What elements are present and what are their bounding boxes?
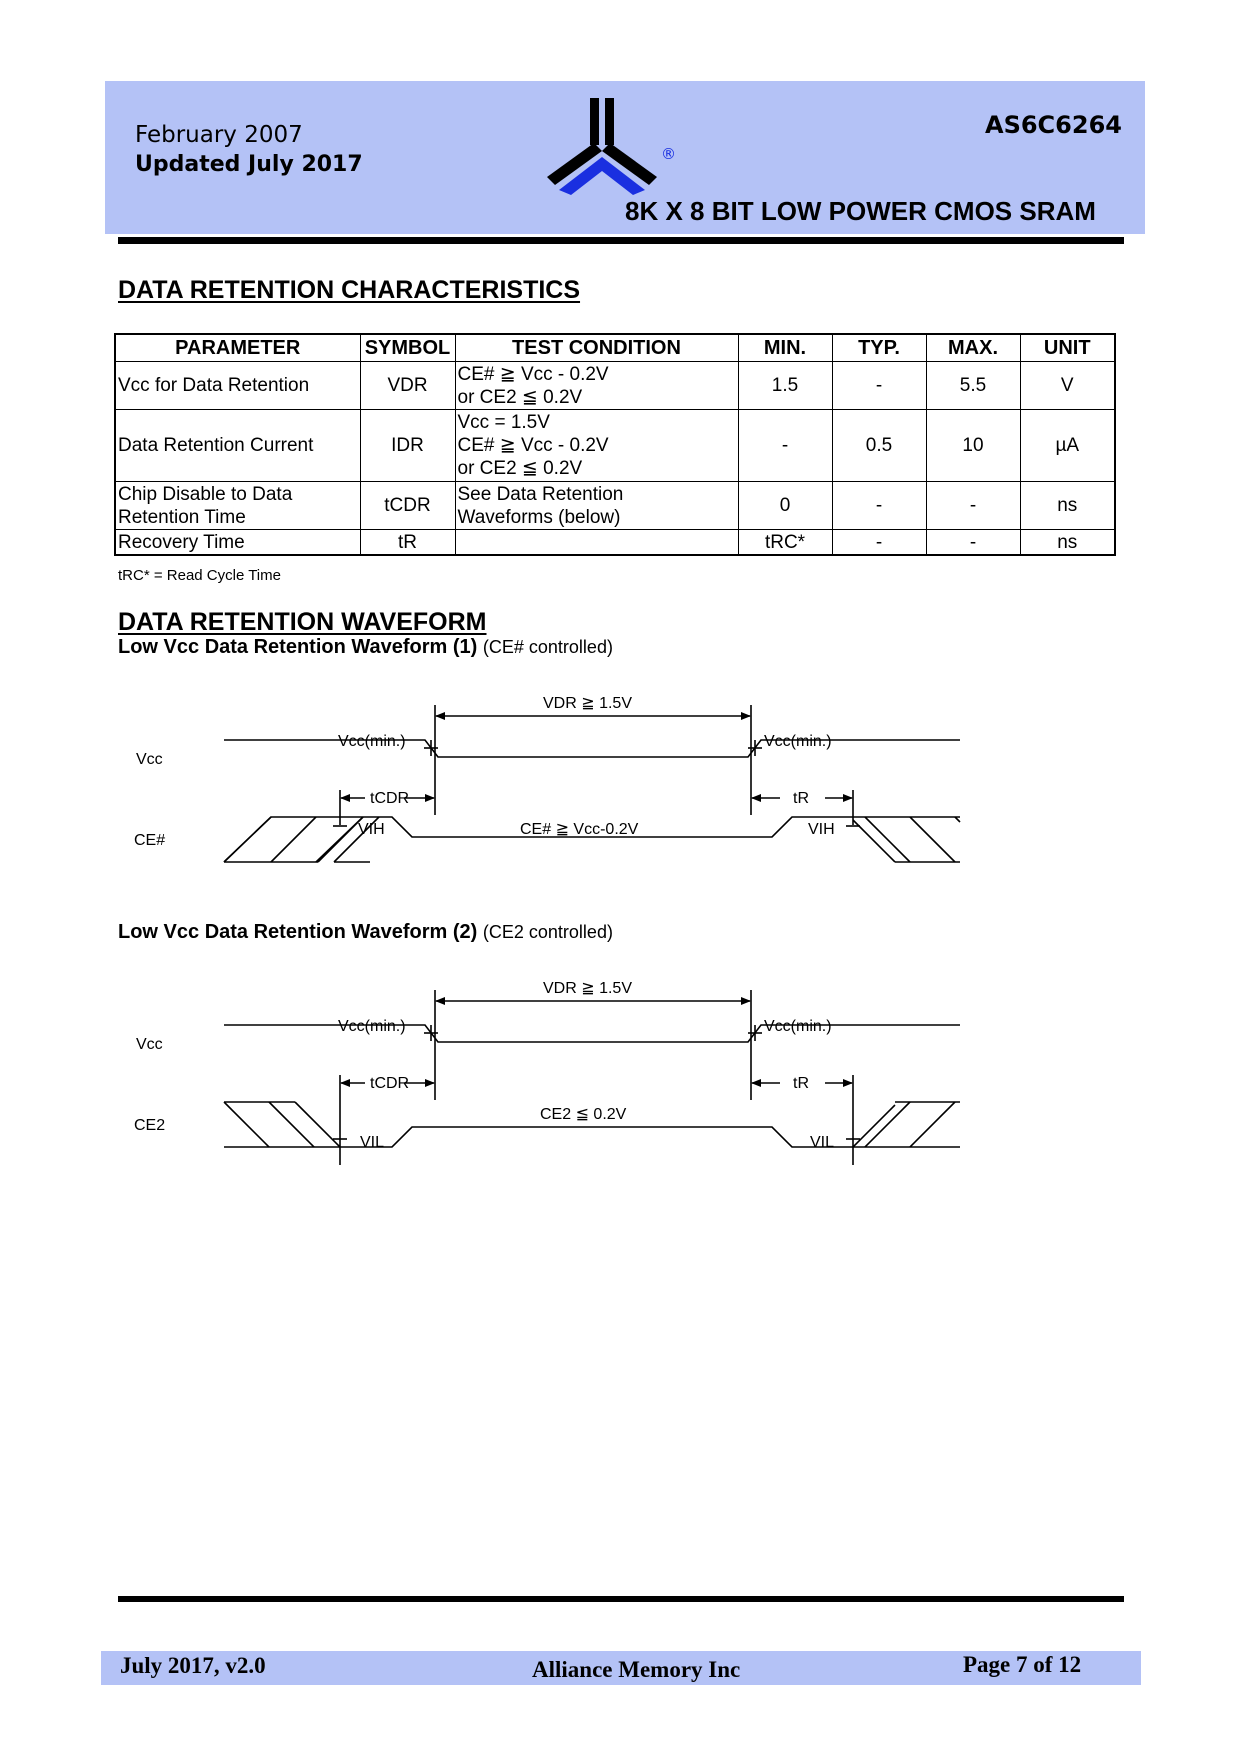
waveform2-svg: Vcc CE2 VDR ≧ 1.5V Vcc(min.) Vcc(min.) t…: [134, 980, 960, 1165]
footer-company: Alliance Memory Inc: [532, 1657, 741, 1682]
waveform1-title-paren: (CE# controlled): [482, 637, 613, 657]
vdr-label: VDR ≧ 1.5V: [543, 980, 632, 997]
column-header: SYMBOL: [359, 333, 456, 362]
vih-left-label: VIH: [358, 821, 385, 838]
header-rule: [118, 237, 1124, 244]
symbol-cell: tCDR: [359, 481, 456, 530]
vcc-label: Vcc: [136, 1036, 163, 1053]
condition-line: or CE2 ≦ 0.2V: [457, 458, 583, 479]
tcdr-label: tCDR: [370, 790, 409, 807]
table-row: Data Retention Current IDR Vcc = 1.5V CE…: [114, 409, 1116, 482]
footer-rule: [118, 1596, 1124, 1602]
condition-cell: Vcc = 1.5V CE# ≧ Vcc - 0.2V or CE2 ≦ 0.2…: [454, 409, 739, 482]
condition-cell: See Data Retention Waveforms (below): [454, 481, 739, 530]
parameter-cell: Chip Disable to Data Retention Time: [114, 481, 361, 530]
column-header: MAX.: [925, 333, 1021, 362]
symbol-cell: IDR: [359, 409, 456, 482]
column-header: UNIT: [1019, 333, 1116, 362]
ce2-condition-label: CE2 ≦ 0.2V: [540, 1106, 627, 1123]
waveform2-title-paren: (CE2 controlled): [482, 922, 613, 942]
column-header: TEST CONDITION: [454, 333, 739, 362]
min-cell: tRC*: [737, 529, 833, 556]
condition-line: Waveforms (below): [457, 506, 621, 528]
max-cell: 5.5: [925, 361, 1021, 410]
vih-right-label: VIH: [808, 821, 835, 838]
typ-cell: -: [831, 529, 927, 556]
condition-line: CE# ≧ Vcc - 0.2V: [457, 435, 609, 456]
waveform1-svg: Vcc CE# VDR ≧ 1.5V Vcc(min.) Vcc(min.) t…: [134, 695, 961, 863]
ce-label: CE#: [134, 832, 165, 849]
column-header: TYP.: [831, 333, 927, 362]
unit-cell: V: [1019, 361, 1116, 410]
waveform2-diagram: Vcc CE2 VDR ≧ 1.5V Vcc(min.) Vcc(min.) t…: [120, 975, 980, 1180]
table-row: Chip Disable to Data Retention Time tCDR…: [114, 481, 1116, 530]
table-row: Vcc for Data Retention VDR CE# ≧ Vcc - 0…: [114, 361, 1116, 410]
waveform1-diagram: Vcc CE# VDR ≧ 1.5V Vcc(min.) Vcc(min.) t…: [120, 690, 980, 895]
condition-line: Vcc = 1.5V: [457, 412, 550, 433]
min-cell: -: [737, 409, 833, 482]
footer-page-number: Page 7 of 12: [963, 1652, 1082, 1677]
parameter-cell: Vcc for Data Retention: [114, 361, 361, 410]
footer-version: July 2017, v2.0: [120, 1653, 266, 1678]
header-updated: Updated July 2017: [135, 152, 363, 177]
column-header: MIN.: [737, 333, 833, 362]
product-description: 8K X 8 BIT LOW POWER CMOS SRAM: [625, 196, 1096, 226]
ce2-label: CE2: [134, 1117, 165, 1134]
condition-cell: CE# ≧ Vcc - 0.2V or CE2 ≦ 0.2V: [454, 361, 739, 410]
parameter-cell: Recovery Time: [114, 529, 361, 556]
part-number: AS6C6264: [985, 111, 1122, 139]
symbol-cell: tR: [359, 529, 456, 556]
max-cell: -: [925, 529, 1021, 556]
alliance-logo-icon: ®: [547, 98, 676, 195]
ce-condition-label: CE# ≧ Vcc-0.2V: [520, 821, 639, 838]
unit-cell: µA: [1019, 409, 1116, 482]
unit-cell: ns: [1019, 529, 1116, 556]
tcdr-label: tCDR: [370, 1075, 409, 1092]
vcc-min-right-label: Vcc(min.): [764, 733, 832, 750]
section-title-waveform: DATA RETENTION WAVEFORM: [118, 608, 487, 636]
max-cell: -: [925, 481, 1021, 530]
footer-band: [101, 1651, 1141, 1685]
vcc-min-left-label: Vcc(min.): [338, 733, 406, 750]
vdr-label: VDR ≧ 1.5V: [543, 695, 632, 712]
min-cell: 0: [737, 481, 833, 530]
max-cell: 10: [925, 409, 1021, 482]
table-footnote: tRC* = Read Cycle Time: [118, 567, 281, 584]
section-title-characteristics: DATA RETENTION CHARACTERISTICS: [118, 276, 581, 304]
tr-label: tR: [793, 1075, 809, 1092]
condition-cell: [454, 529, 739, 556]
symbol-cell: VDR: [359, 361, 456, 410]
vil-left-label: VIL: [360, 1134, 384, 1151]
min-cell: 1.5: [737, 361, 833, 410]
table-header-row: PARAMETER SYMBOL TEST CONDITION MIN. TYP…: [114, 333, 1116, 362]
registered-mark: ®: [661, 145, 676, 163]
waveform2-title: Low Vcc Data Retention Waveform (2) (CE2…: [118, 921, 613, 944]
waveform1-title: Low Vcc Data Retention Waveform (1) (CE#…: [118, 636, 613, 659]
typ-cell: -: [831, 361, 927, 410]
column-header: PARAMETER: [114, 333, 361, 362]
waveform2-title-text: Low Vcc Data Retention Waveform (2): [118, 921, 478, 943]
typ-cell: 0.5: [831, 409, 927, 482]
vcc-label: Vcc: [136, 751, 163, 768]
typ-cell: -: [831, 481, 927, 530]
vil-right-label: VIL: [810, 1134, 834, 1151]
waveform1-title-text: Low Vcc Data Retention Waveform (1): [118, 636, 478, 658]
vcc-min-left-label: Vcc(min.): [338, 1018, 406, 1035]
data-retention-table: PARAMETER SYMBOL TEST CONDITION MIN. TYP…: [114, 333, 1116, 556]
tr-label: tR: [793, 790, 809, 807]
condition-line: See Data Retention: [457, 483, 624, 505]
condition-line: CE# ≧ Vcc - 0.2V: [457, 363, 609, 385]
table-row: Recovery Time tR tRC* - - ns: [114, 529, 1116, 556]
header-date: February 2007: [135, 122, 303, 148]
unit-cell: ns: [1019, 481, 1116, 530]
condition-line: or CE2 ≦ 0.2V: [457, 386, 583, 408]
parameter-cell: Data Retention Current: [114, 409, 361, 482]
vcc-min-right-label: Vcc(min.): [764, 1018, 832, 1035]
